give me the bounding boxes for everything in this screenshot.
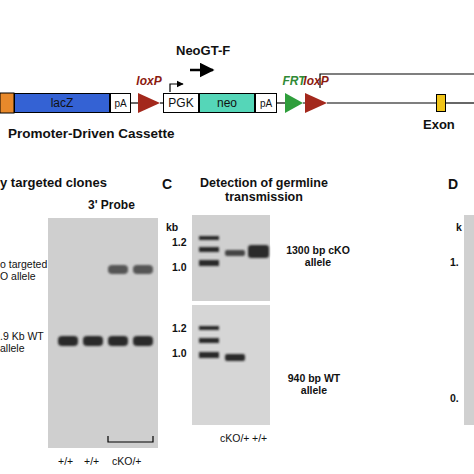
node-label: neo: [200, 94, 254, 112]
gel-band: [108, 265, 128, 274]
loxp-site: loxP: [138, 93, 160, 113]
gel-band: [58, 336, 78, 346]
gel-band: [225, 354, 245, 361]
gel-band: [248, 245, 269, 258]
primer-arrow: [190, 69, 213, 72]
exon-box: Exon: [436, 94, 446, 112]
text-label: 1.0: [172, 347, 187, 359]
ladder-band: [199, 236, 219, 240]
text-label: cKO/+: [112, 455, 141, 467]
gel-band: [83, 336, 103, 346]
node-label: PGK: [164, 94, 198, 112]
promoter-box: PGK: [163, 93, 199, 113]
gel-panel: [192, 305, 270, 425]
promoter-arrow: [170, 84, 183, 92]
text-label: y targeted clones: [0, 176, 107, 191]
text-label: 1.2: [172, 236, 187, 248]
loxp-site: loxP: [305, 93, 327, 113]
lacz-box: lacZ: [14, 93, 110, 113]
text-label: +/+: [84, 455, 99, 467]
frt-site: FRT: [285, 93, 303, 113]
ladder-band: [199, 338, 219, 343]
triangle-shape: [138, 93, 160, 113]
ladder-band: [199, 326, 219, 330]
polya-box: pA: [110, 93, 131, 113]
triangle-outline: [305, 93, 327, 113]
backbone-line: [446, 102, 474, 103]
backbone-connector: [277, 102, 285, 103]
text-label: o targeted O allele: [0, 258, 56, 282]
backbone-connector: [303, 102, 305, 103]
text-label: cKO/+: [220, 432, 249, 444]
gel-panel: [192, 215, 270, 301]
triangle-outline: [285, 93, 303, 113]
triangle-shape: [285, 93, 303, 113]
text-label: kb: [166, 221, 178, 233]
region-bracket: [320, 74, 474, 88]
gel-band: [225, 250, 245, 256]
text-label: NeoGT-F: [176, 44, 230, 59]
ladder-band: [199, 260, 219, 266]
text-label: Detection of germline transmission: [182, 176, 346, 205]
gel-panel: [48, 218, 158, 448]
node-label: loxP: [136, 74, 161, 88]
backbone-connector: [327, 102, 436, 103]
text-label: 1.: [450, 256, 459, 268]
text-label: D: [448, 176, 458, 192]
text-label: 1.2: [172, 322, 187, 334]
triangle-outline: [138, 93, 160, 113]
text-label: +/+: [58, 455, 73, 467]
node-label: Exon: [423, 117, 455, 132]
gel-band: [133, 336, 153, 346]
gel-band: [133, 265, 153, 274]
ladder-band: [199, 352, 219, 358]
text-label: 1300 bp cKO allele: [274, 244, 362, 268]
polya-box: pA: [255, 93, 277, 113]
text-label: 3' Probe: [88, 199, 135, 213]
text-label: .9 Kb WT allele: [0, 330, 56, 354]
ladder-band: [199, 247, 219, 252]
exon-box: [0, 93, 14, 113]
triangle-shape: [305, 93, 327, 113]
text-label: 1.0: [172, 261, 187, 273]
neo-box: neo: [199, 93, 255, 113]
text-label: Promoter-Driven Cassette: [8, 126, 175, 142]
text-label: +/+: [252, 432, 267, 444]
node-label: lacZ: [15, 94, 109, 112]
node-label: FRT: [282, 74, 305, 88]
gel-band: [108, 336, 128, 346]
node-label: loxP: [303, 74, 328, 88]
backbone-connector: [131, 102, 138, 103]
node-label: pA: [111, 94, 130, 112]
text-label: k: [456, 221, 462, 233]
text-label: C: [162, 176, 172, 192]
text-label: 0.: [450, 392, 459, 404]
node-label: pA: [256, 94, 276, 112]
lane-bracket: [108, 436, 153, 442]
gel-panel: [464, 215, 474, 425]
text-label: 940 bp WT allele: [274, 372, 354, 396]
